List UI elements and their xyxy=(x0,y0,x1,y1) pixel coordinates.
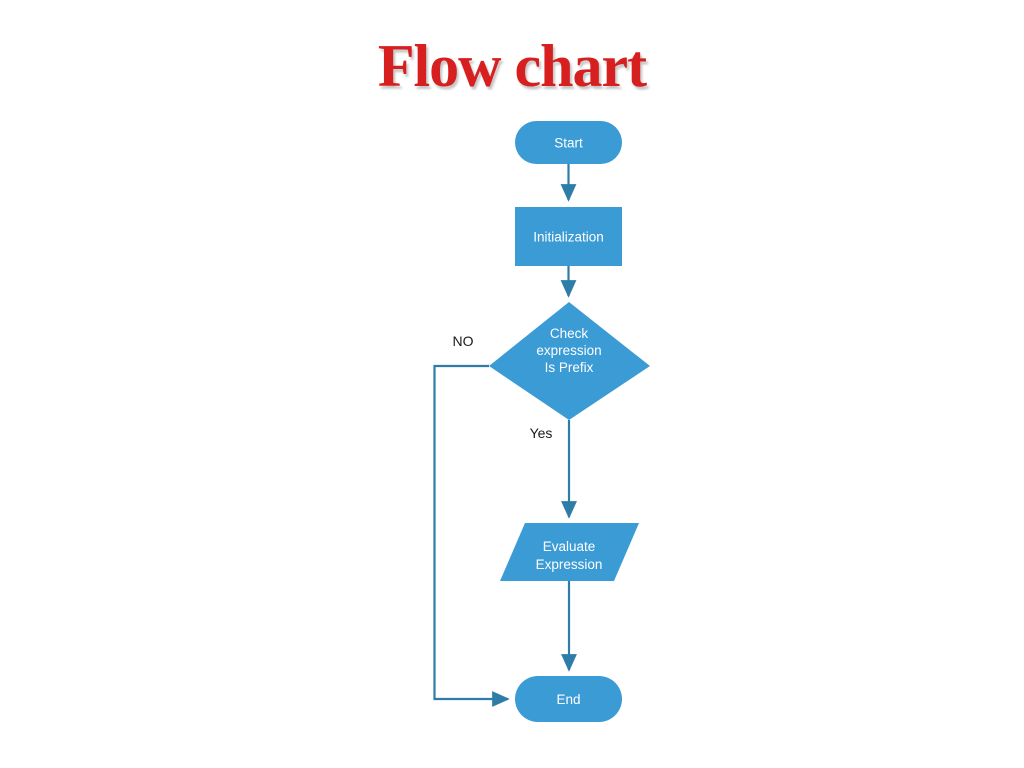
connector-group xyxy=(433,164,577,707)
initialization-label: Initialization xyxy=(533,230,604,245)
check-prefix-label-line3: Is Prefix xyxy=(545,360,594,375)
branch-label-no: NO xyxy=(453,333,474,349)
check-prefix-label-line1: Check xyxy=(550,326,589,341)
evaluate-expression-shape[interactable] xyxy=(500,523,639,581)
node-initialization[interactable]: Initialization xyxy=(515,207,622,266)
branch-label-yes: Yes xyxy=(530,425,553,441)
end-label: End xyxy=(556,692,580,707)
evaluate-expression-label-line1: Evaluate xyxy=(543,539,596,554)
check-prefix-shape[interactable] xyxy=(489,302,650,420)
check-prefix-label-line2: expression xyxy=(536,343,601,358)
start-label: Start xyxy=(554,136,583,151)
edge-check-no-to-end xyxy=(433,364,510,707)
node-start[interactable]: Start xyxy=(515,121,622,164)
evaluate-expression-label-line2: Expression xyxy=(536,557,603,572)
node-end[interactable]: End xyxy=(515,676,622,722)
start-shape[interactable] xyxy=(515,121,622,164)
initialization-shape[interactable] xyxy=(515,207,622,266)
node-check-prefix[interactable]: Check expression Is Prefix xyxy=(489,302,650,420)
node-evaluate-expression[interactable]: Evaluate Expression xyxy=(500,523,639,581)
end-shape[interactable] xyxy=(515,676,622,722)
page-title: Flow chart xyxy=(377,33,647,99)
